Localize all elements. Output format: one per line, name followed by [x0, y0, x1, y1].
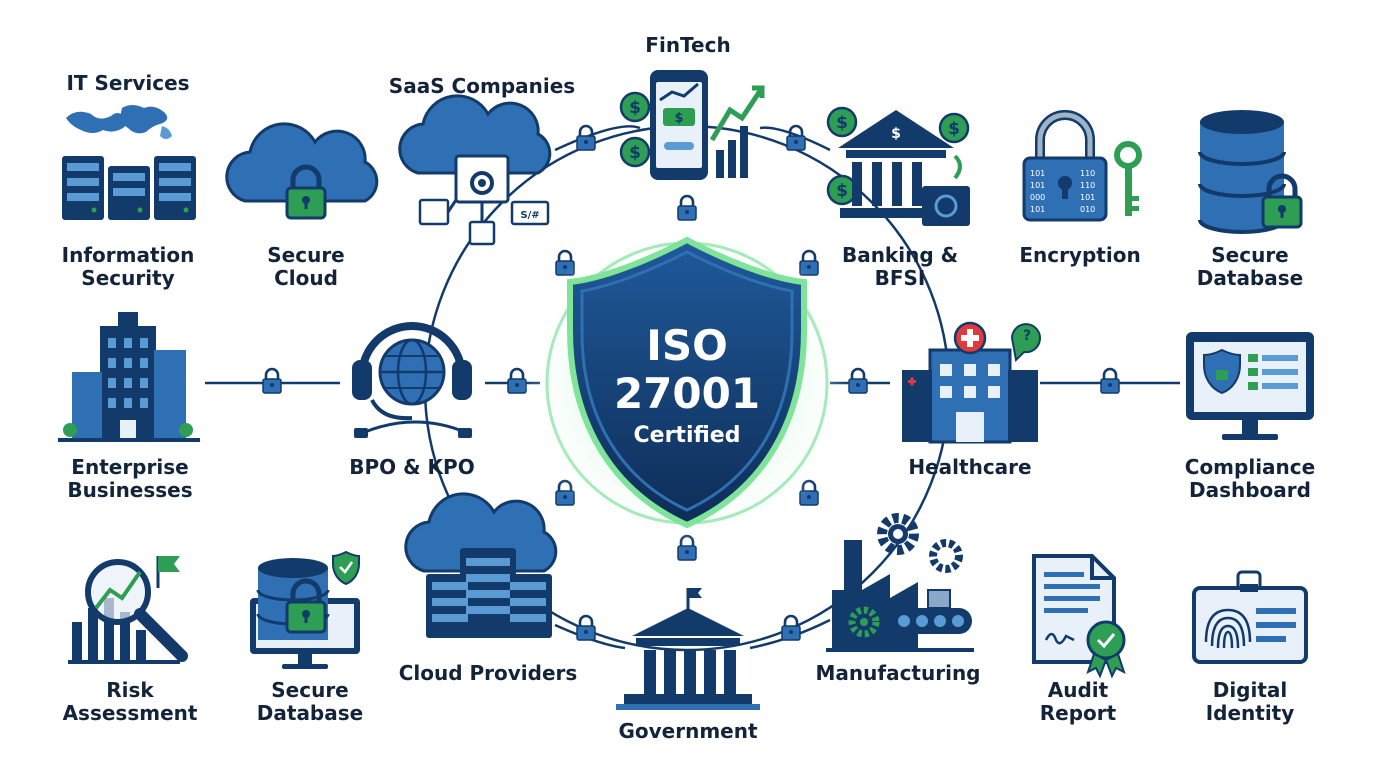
saas-cloud-icon: S/#: [398, 94, 552, 246]
lock-icon: [676, 194, 698, 222]
label-risk-1: Risk: [106, 678, 154, 702]
label-digital-identity-1: Digital: [1213, 678, 1288, 702]
node-cloud-providers: Cloud Providers: [399, 492, 578, 685]
lock-icon: [780, 614, 802, 642]
node-government: Government: [616, 588, 760, 743]
world-map-icon: [66, 105, 172, 139]
label-government: Government: [618, 719, 758, 743]
label-compliance-1: Compliance: [1185, 455, 1315, 479]
node-secure-database-bottom: Secure Database: [250, 550, 363, 725]
shield-line3: Certified: [634, 423, 741, 448]
label-cloud-providers: Cloud Providers: [399, 661, 578, 685]
database-lock-icon: [1198, 110, 1301, 234]
lock-icon: [1099, 367, 1121, 395]
connector-top-arc-right: [759, 126, 831, 152]
connector-top-arc: [554, 125, 641, 152]
label-enterprise-2: Businesses: [67, 478, 192, 502]
office-building-icon: [58, 312, 200, 442]
audit-document-icon: [1032, 554, 1126, 679]
node-manufacturing: Manufacturing: [816, 513, 981, 685]
label-saas-companies: SaaS Companies: [389, 74, 575, 98]
government-building-icon: [616, 588, 760, 710]
magnifier-chart-icon: [68, 556, 188, 664]
hospital-icon: ?: [902, 321, 1041, 444]
monitor-shield-icon: [1186, 332, 1314, 440]
id-card-fingerprint-icon: [1192, 570, 1308, 664]
svg-text:?: ?: [1023, 328, 1031, 344]
node-banking-bfsi: $ Banking & BFSI: [826, 106, 970, 290]
label-audit-2: Report: [1040, 701, 1117, 725]
shield-line1: ISO: [646, 321, 728, 370]
node-saas-companies: SaaS Companies S/#: [389, 74, 575, 246]
label-fintech: FinTech: [645, 33, 730, 57]
binary-line-7: 101: [1080, 193, 1095, 202]
label-digital-identity-2: Identity: [1206, 701, 1295, 725]
binary-line-2: 101: [1030, 181, 1045, 190]
node-digital-identity: Digital Identity: [1192, 570, 1308, 725]
node-healthcare: ? Healthcare: [902, 321, 1041, 479]
label-secure-database-top-2: Database: [1197, 266, 1303, 290]
factory-gear-icon: [826, 513, 974, 652]
lock-icon: [575, 124, 597, 152]
binary-line-3: 000: [1030, 193, 1045, 202]
label-banking-1: Banking &: [842, 243, 958, 267]
binary-line-4: 101: [1030, 205, 1045, 214]
bank-icon: $: [826, 106, 970, 226]
label-secure-database-top-1: Secure: [1211, 243, 1289, 267]
binary-line-5: 110: [1080, 169, 1095, 178]
code-tag-text: S/#: [520, 210, 539, 221]
label-information-security-1: Information: [62, 243, 195, 267]
node-bpo-kpo: BPO & KPO: [349, 322, 475, 479]
label-manufacturing: Manufacturing: [816, 661, 981, 685]
lock-icon: [575, 614, 597, 642]
node-fintech: FinTech $: [619, 33, 765, 180]
binary-line-1: 101: [1030, 169, 1045, 178]
node-secure-database-top: Secure Database: [1197, 110, 1303, 290]
label-audit-1: Audit: [1048, 678, 1109, 702]
connector-bottom-arc-left: [554, 623, 626, 650]
label-bpo-kpo: BPO & KPO: [349, 455, 474, 479]
node-enterprise-businesses: Enterprise Businesses: [58, 312, 200, 502]
shield-line2: 27001: [614, 369, 760, 418]
padlock-key-icon: 101 101 000 101 110 110 101 010: [1022, 110, 1142, 222]
label-healthcare: Healthcare: [908, 455, 1031, 479]
label-banking-2: BFSI: [875, 266, 926, 290]
node-audit-report: Audit Report: [1032, 554, 1126, 725]
lock-icon: [261, 367, 283, 395]
cloud-server-icon: [404, 492, 558, 638]
node-compliance-dashboard: Compliance Dashboard: [1185, 332, 1315, 502]
node-risk-assessment: Risk Assessment: [63, 556, 198, 725]
binary-line-8: 010: [1080, 205, 1095, 214]
label-secure-database-bottom-1: Secure: [271, 678, 349, 702]
node-encryption: 101 101 000 101 110 110 101 010 Encrypti…: [1019, 110, 1142, 267]
label-compliance-2: Dashboard: [1189, 478, 1311, 502]
label-information-security-2: Security: [81, 266, 174, 290]
svg-text:$: $: [891, 126, 901, 142]
mobile-finance-icon: $: [619, 70, 765, 180]
headset-globe-icon: [352, 322, 472, 438]
center-shield: ISO 27001 Certified: [522, 218, 852, 548]
svg-text:$: $: [674, 111, 683, 126]
shield-icon: [567, 236, 807, 529]
label-it-services: IT Services: [66, 71, 189, 95]
label-risk-2: Assessment: [63, 701, 198, 725]
label-enterprise-1: Enterprise: [71, 455, 188, 479]
node-information-security: IT Services Information Security: [62, 71, 196, 290]
label-secure-cloud-2: Cloud: [274, 266, 338, 290]
binary-line-6: 110: [1080, 181, 1095, 190]
label-secure-cloud-1: Secure: [267, 243, 345, 267]
label-encryption: Encryption: [1019, 243, 1140, 267]
node-secure-cloud: Secure Cloud: [225, 122, 379, 290]
label-secure-database-bottom-2: Database: [257, 701, 363, 725]
lock-icon: [785, 124, 807, 152]
database-monitor-icon: [250, 550, 360, 669]
server-rack-icon: [62, 156, 196, 220]
cloud-lock-icon: [225, 122, 379, 218]
